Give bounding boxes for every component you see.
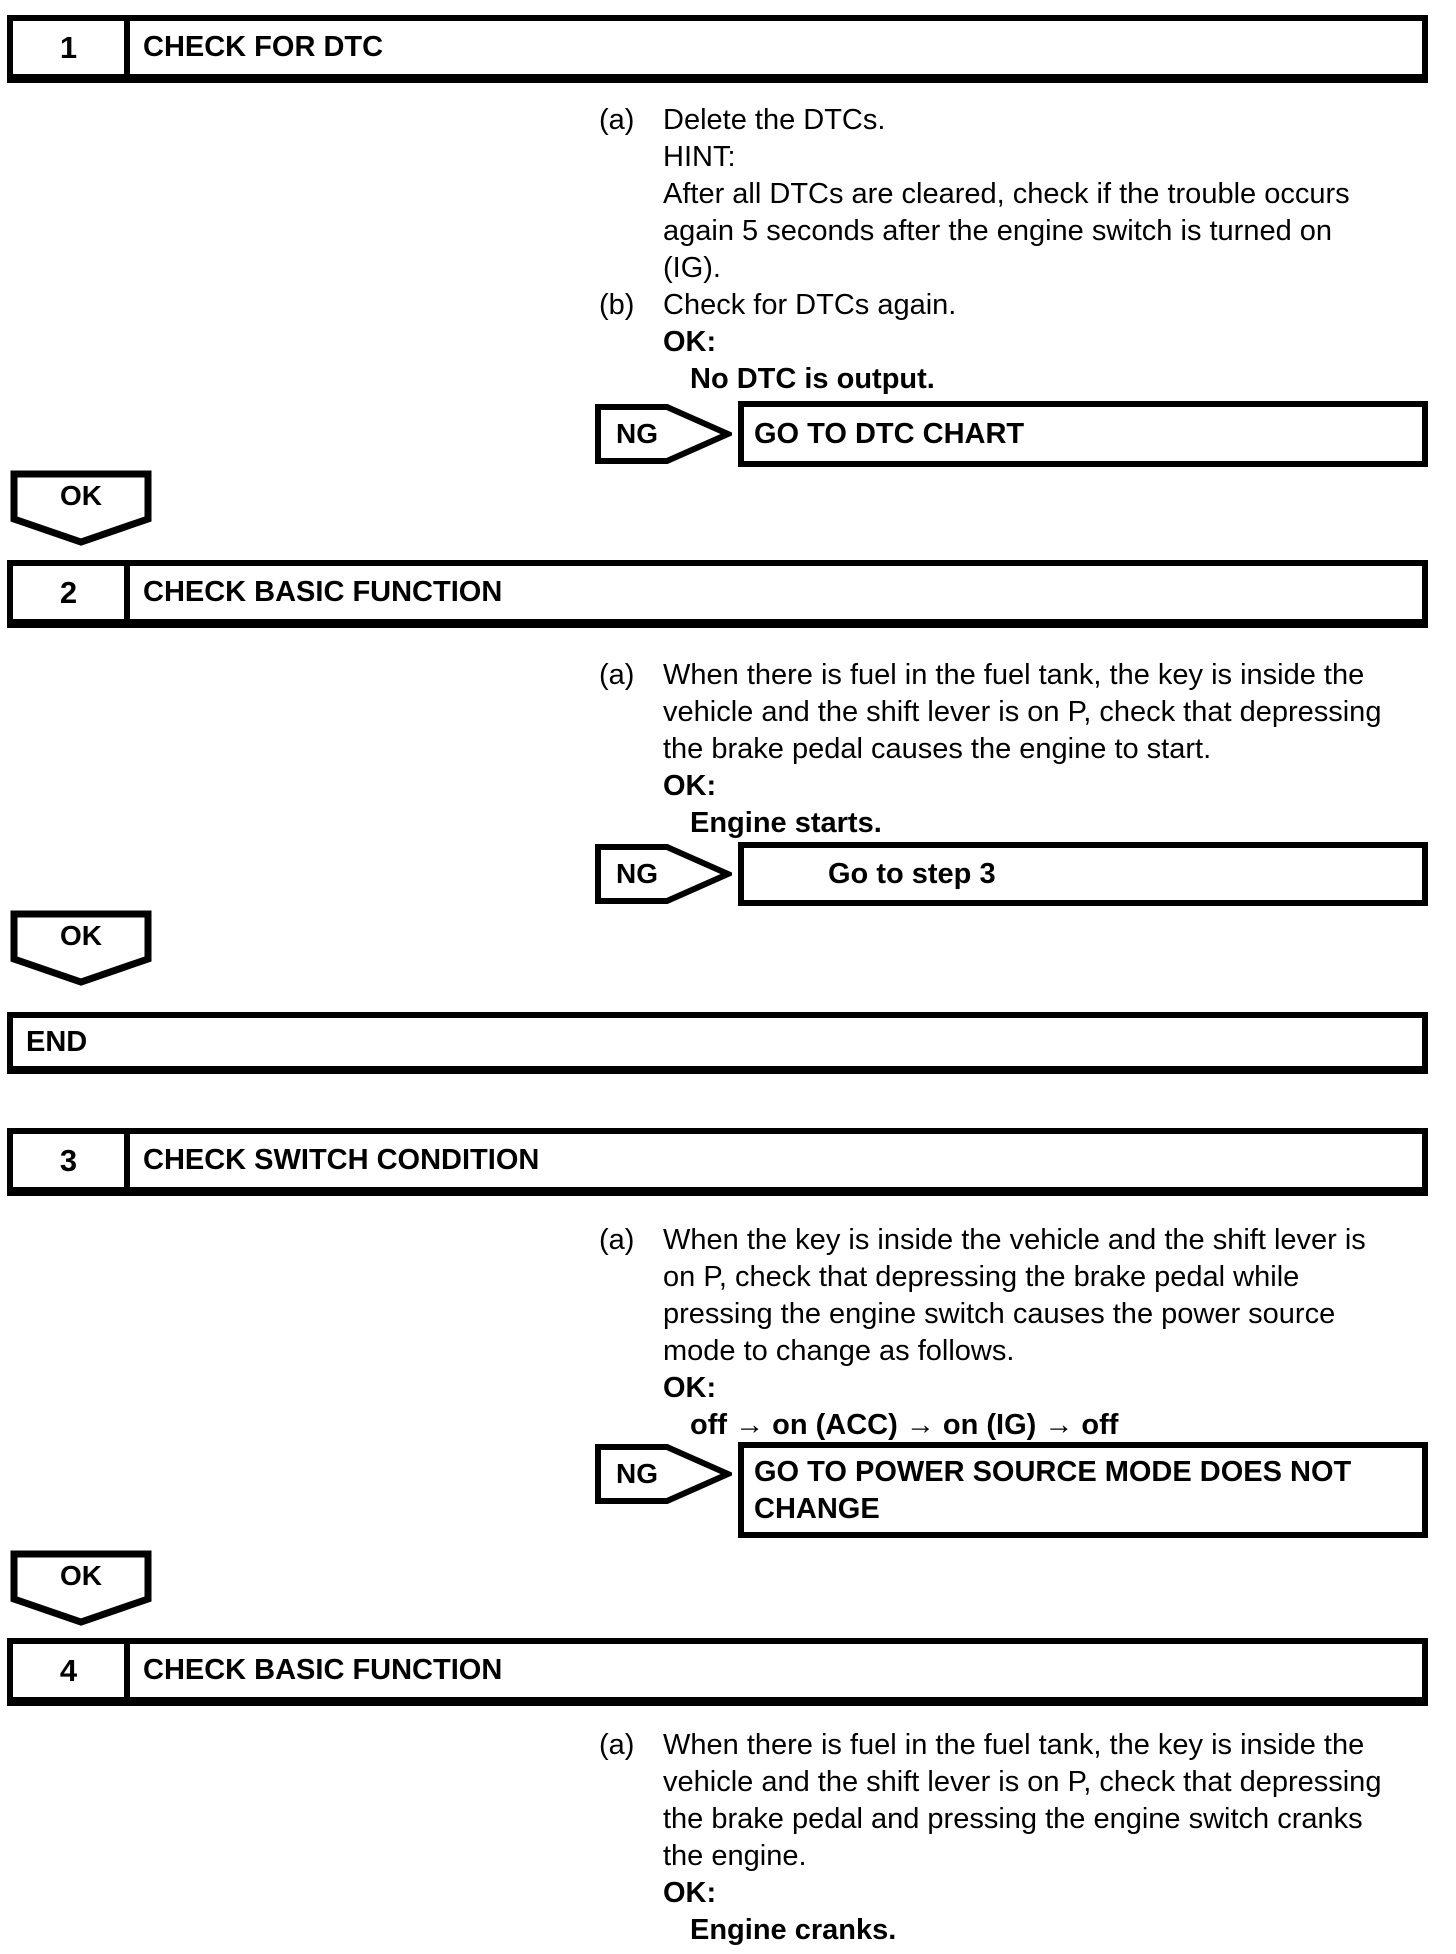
- instruction-line: Engine starts.: [0, 805, 1456, 842]
- ng-arrow-icon: [595, 844, 732, 904]
- ok-pentagon-icon: [10, 910, 152, 986]
- step-header: 4 CHECK BASIC FUNCTION: [7, 1638, 1428, 1706]
- instruction-line: (a) When there is fuel in the fuel tank,…: [0, 1727, 1456, 1764]
- ng-label: NG: [616, 418, 658, 449]
- instruction-block: (a) Delete the DTCs. HINT: After all DTC…: [0, 102, 1456, 398]
- instruction-line: vehicle and the shift lever is on P, che…: [0, 694, 1456, 731]
- instruction-line: again 5 seconds after the engine switch …: [0, 213, 1456, 250]
- ok-condition-text: Engine starts.: [690, 807, 882, 839]
- ok-pentagon: OK: [10, 1550, 152, 1626]
- line-text: the brake pedal causes the engine to sta…: [663, 733, 1212, 765]
- ok-pentagon-icon: [10, 470, 152, 546]
- instruction-line: the engine.: [0, 1838, 1456, 1875]
- step-header: 3 CHECK SWITCH CONDITION: [7, 1128, 1428, 1196]
- instruction-line: mode to change as follows.: [0, 1333, 1456, 1370]
- instruction-line: (b) Check for DTCs again.: [0, 287, 1456, 324]
- line-text: HINT:: [663, 141, 736, 173]
- instruction-line: (a) Delete the DTCs.: [0, 102, 1456, 139]
- ok-label: OK: [60, 1560, 102, 1591]
- instruction-line: (a) When there is fuel in the fuel tank,…: [0, 657, 1456, 694]
- ng-label: NG: [616, 858, 658, 889]
- line-text: pressing the engine switch causes the po…: [663, 1298, 1336, 1330]
- ok-condition-label: OK:: [663, 1877, 717, 1909]
- ng-arrow: NG: [595, 1444, 732, 1504]
- ng-action-box: GO TO POWER SOURCE MODE DOES NOT CHANGE: [738, 1442, 1428, 1538]
- end-label: END: [26, 1025, 88, 1058]
- line-text: When there is fuel in the fuel tank, the…: [663, 659, 1365, 691]
- step-title: CHECK BASIC FUNCTION: [143, 1654, 503, 1686]
- step-number: 3: [13, 1134, 130, 1187]
- line-text: vehicle and the shift lever is on P, che…: [663, 1766, 1382, 1798]
- ng-action-label: GO TO POWER SOURCE MODE DOES NOT CHANGE: [754, 1456, 1352, 1525]
- instruction-line: After all DTCs are cleared, check if the…: [0, 176, 1456, 213]
- line-text: the brake pedal and pressing the engine …: [663, 1803, 1363, 1835]
- instruction-block: (a) When the key is inside the vehicle a…: [0, 1222, 1456, 1444]
- ng-action-label: GO TO DTC CHART: [754, 417, 1025, 450]
- line-text: mode to change as follows.: [663, 1335, 1015, 1367]
- ok-pentagon-icon: [10, 1550, 152, 1626]
- ng-arrow: NG: [595, 404, 732, 464]
- line-text: Delete the DTCs.: [663, 104, 886, 136]
- line-text: Check for DTCs again.: [663, 289, 957, 321]
- instruction-line: OK:: [0, 324, 1456, 361]
- line-text: on P, check that depressing the brake pe…: [663, 1261, 1300, 1293]
- step-header: 2 CHECK BASIC FUNCTION: [7, 560, 1428, 628]
- end-bar: END: [7, 1012, 1428, 1074]
- instruction-line: OK:: [0, 1875, 1456, 1912]
- ok-label: OK: [60, 920, 102, 951]
- instruction-line: vehicle and the shift lever is on P, che…: [0, 1764, 1456, 1801]
- step-header: 1 CHECK FOR DTC: [7, 15, 1428, 83]
- instruction-block: (a) When there is fuel in the fuel tank,…: [0, 1727, 1456, 1949]
- line-text: When the key is inside the vehicle and t…: [663, 1224, 1366, 1256]
- ok-condition-text: No DTC is output.: [690, 363, 935, 395]
- instruction-line: (IG).: [0, 250, 1456, 287]
- instruction-line: the brake pedal causes the engine to sta…: [0, 731, 1456, 768]
- line-marker: (a): [599, 1224, 635, 1256]
- ok-pentagon: OK: [10, 470, 152, 546]
- line-text: the engine.: [663, 1840, 807, 1872]
- ok-pentagon: OK: [10, 910, 152, 986]
- line-marker: (b): [599, 289, 635, 321]
- ng-arrow-icon: [595, 1444, 732, 1504]
- step-number: 4: [13, 1644, 130, 1697]
- line-text: vehicle and the shift lever is on P, che…: [663, 696, 1382, 728]
- instruction-line: the brake pedal and pressing the engine …: [0, 1801, 1456, 1838]
- step-title: CHECK FOR DTC: [143, 31, 384, 63]
- line-marker: (a): [599, 659, 635, 691]
- line-text: (IG).: [663, 252, 721, 284]
- ok-condition-label: OK:: [663, 770, 717, 802]
- ng-action-box: GO TO DTC CHART: [738, 401, 1428, 467]
- instruction-block: (a) When there is fuel in the fuel tank,…: [0, 657, 1456, 842]
- instruction-line: No DTC is output.: [0, 361, 1456, 398]
- instruction-line: OK:: [0, 768, 1456, 805]
- instruction-line: on P, check that depressing the brake pe…: [0, 1259, 1456, 1296]
- ng-label: NG: [616, 1458, 658, 1489]
- line-text: again 5 seconds after the engine switch …: [663, 215, 1333, 247]
- ok-condition-label: OK:: [663, 326, 717, 358]
- ng-action-box: Go to step 3: [738, 842, 1428, 906]
- ng-arrow: NG: [595, 844, 732, 904]
- instruction-line: (a) When the key is inside the vehicle a…: [0, 1222, 1456, 1259]
- instruction-line: OK:: [0, 1370, 1456, 1407]
- step-number: 2: [13, 566, 130, 619]
- line-text: After all DTCs are cleared, check if the…: [663, 178, 1350, 210]
- ok-condition-label: OK:: [663, 1372, 717, 1404]
- instruction-line: HINT:: [0, 139, 1456, 176]
- step-title: CHECK BASIC FUNCTION: [143, 576, 503, 608]
- step-number: 1: [13, 21, 130, 74]
- ok-condition-text: off → on (ACC) → on (IG) → off: [690, 1409, 1119, 1441]
- ok-condition-text: Engine cranks.: [690, 1914, 897, 1946]
- instruction-line: pressing the engine switch causes the po…: [0, 1296, 1456, 1333]
- ng-arrow-icon: [595, 404, 732, 464]
- step-title: CHECK SWITCH CONDITION: [143, 1144, 540, 1176]
- ng-action-label: Go to step 3: [828, 857, 996, 890]
- instruction-line: off → on (ACC) → on (IG) → off: [0, 1407, 1456, 1444]
- line-text: When there is fuel in the fuel tank, the…: [663, 1729, 1365, 1761]
- line-marker: (a): [599, 1729, 635, 1761]
- ok-label: OK: [60, 480, 102, 511]
- line-marker: (a): [599, 104, 635, 136]
- instruction-line: Engine cranks.: [0, 1912, 1456, 1949]
